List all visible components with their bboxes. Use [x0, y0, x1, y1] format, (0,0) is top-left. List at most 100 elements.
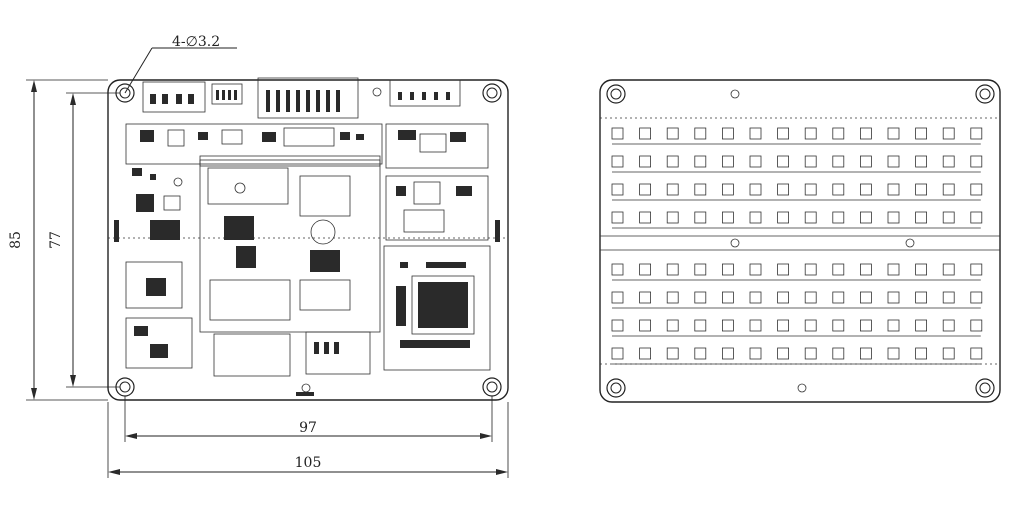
hole-callout-label: 4-∅3.2 [172, 34, 220, 50]
antenna-patch [970, 211, 983, 224]
antenna-patch [666, 183, 679, 196]
antenna-patch [887, 155, 900, 168]
antenna-patch [915, 183, 927, 196]
antenna-patch [749, 183, 762, 196]
antenna-patch [915, 263, 927, 276]
antenna-patch [611, 155, 624, 168]
antenna-patch [611, 263, 624, 276]
antenna-patch [804, 183, 817, 196]
antenna-patch [915, 211, 927, 224]
antenna-patch [942, 183, 955, 196]
antenna-side-board-view [599, 79, 1001, 403]
antenna-patch [860, 263, 872, 276]
antenna-patch [639, 347, 651, 360]
mounting-hole-top-right [975, 84, 995, 104]
antenna-patch [749, 155, 762, 168]
antenna-patch [611, 211, 624, 224]
board-outline-bottom [599, 79, 1001, 403]
antenna-patch [611, 127, 624, 140]
antenna-patch [804, 291, 817, 304]
antenna-patch [832, 319, 845, 332]
antenna-patch [666, 263, 679, 276]
antenna-patch [639, 211, 651, 224]
antenna-patch [832, 291, 845, 304]
antenna-patch [639, 183, 651, 196]
dim-hole-spacing-width-label: 97 [299, 420, 317, 436]
antenna-patch [777, 155, 789, 168]
antenna-patch [777, 319, 789, 332]
antenna-patch [970, 263, 983, 276]
antenna-patch [722, 291, 734, 304]
antenna-patch [666, 319, 679, 332]
antenna-patch [611, 183, 624, 196]
mounting-hole-bottom-right [482, 377, 502, 397]
antenna-patch [970, 155, 983, 168]
antenna-patch [860, 291, 872, 304]
antenna-patch [832, 347, 845, 360]
antenna-patch [860, 211, 872, 224]
antenna-patch [639, 291, 651, 304]
dim-outer-width-label: 105 [295, 455, 322, 471]
antenna-patch [611, 319, 624, 332]
antenna-patch [832, 263, 845, 276]
antenna-patch [887, 291, 900, 304]
antenna-patch [694, 211, 707, 224]
dim-hole-spacing-height-label: 77 [48, 231, 64, 249]
antenna-patch [666, 127, 679, 140]
antenna-patch [639, 155, 651, 168]
antenna-patch [749, 127, 762, 140]
antenna-patch [694, 291, 707, 304]
antenna-patch [611, 291, 624, 304]
antenna-patch [970, 347, 983, 360]
antenna-patch [777, 347, 789, 360]
left-analog-block [132, 168, 183, 240]
fiducial-mark [905, 238, 915, 248]
fiducial-mark [797, 383, 807, 393]
antenna-patch [860, 319, 872, 332]
antenna-patch [887, 211, 900, 224]
right-upper-block [385, 123, 489, 241]
antenna-patch [832, 155, 845, 168]
antenna-patch [915, 127, 927, 140]
top-side-board-view [107, 77, 509, 401]
antenna-patch [722, 155, 734, 168]
antenna-patch [942, 263, 955, 276]
antenna-patch [722, 127, 734, 140]
antenna-patch [694, 347, 707, 360]
antenna-patch [777, 263, 789, 276]
antenna-patch [804, 127, 817, 140]
antenna-patch [777, 211, 789, 224]
top-edge-connectors [142, 77, 461, 119]
left-lower-blocks [125, 261, 291, 377]
antenna-patch [942, 127, 955, 140]
antenna-patch [749, 319, 762, 332]
antenna-patch [887, 263, 900, 276]
board-outline-top [107, 79, 509, 401]
antenna-patch [611, 347, 624, 360]
mounting-hole-bottom-right [975, 378, 995, 398]
dim-outer-width: 105 [107, 402, 509, 478]
antenna-patch [722, 183, 734, 196]
antenna-patch [942, 319, 955, 332]
hole-callout: 4-∅3.2 [124, 34, 237, 94]
antenna-patch [860, 347, 872, 360]
patch-antenna-array [611, 127, 983, 365]
dsp-block [383, 245, 491, 371]
antenna-patch [804, 319, 817, 332]
antenna-patch [722, 347, 734, 360]
right-edge-connector [495, 220, 500, 242]
antenna-patch [887, 127, 900, 140]
antenna-patch [942, 155, 955, 168]
antenna-patch [860, 127, 872, 140]
antenna-patch [694, 319, 707, 332]
dim-hole-spacing-width: 97 [124, 396, 493, 442]
antenna-patch [860, 155, 872, 168]
antenna-patch [722, 211, 734, 224]
fiducial-mark [730, 238, 740, 248]
dim-hole-spacing-height: 77 [48, 92, 120, 388]
antenna-patch [694, 263, 707, 276]
left-edge-connector [114, 220, 119, 242]
antenna-patch [804, 263, 817, 276]
antenna-patch [887, 183, 900, 196]
